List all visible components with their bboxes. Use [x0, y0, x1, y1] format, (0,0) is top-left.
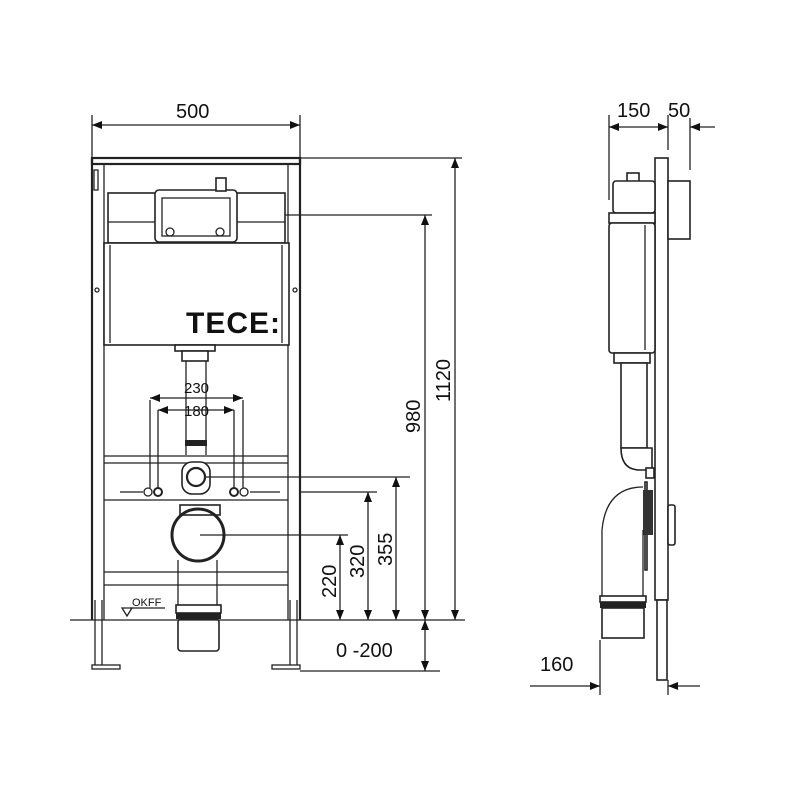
dim-leg-adjust: 0 -200 — [336, 640, 393, 662]
side-dimensions: 150 50 160 — [530, 100, 715, 695]
flush-pipe — [174, 344, 216, 455]
dim-total-height: 1120 — [433, 359, 455, 402]
dim-width: 500 — [176, 101, 209, 123]
dim-actuator-height: 980 — [403, 400, 425, 433]
side-frame — [654, 157, 691, 681]
frame — [90, 156, 302, 670]
drain-connection — [170, 504, 226, 652]
side-cistern — [608, 172, 656, 479]
dim-depth: 150 — [617, 100, 650, 122]
okff-label: OKFF — [132, 597, 162, 609]
dim-drain-height: 220 — [319, 565, 341, 598]
dim-fixing-height: 320 — [347, 545, 369, 578]
dim-inlet-outer: 230 — [184, 380, 209, 397]
cistern-housing — [103, 177, 290, 346]
dim-drain-projection: 160 — [540, 654, 573, 676]
side-view: 150 50 160 — [530, 100, 715, 695]
fixing-points — [120, 400, 280, 497]
front-dimensions: 500 230 180 220 320 355 980 1120 0 -200 — [70, 101, 465, 672]
dim-front-depth: 50 — [668, 100, 690, 122]
floor-level-marker: OKFF — [120, 597, 165, 618]
water-inlet — [181, 461, 211, 495]
tece-logo: TECE: — [186, 307, 281, 340]
front-view: TECE: OKF — [70, 101, 465, 672]
side-drain-bend — [599, 481, 653, 639]
dim-inlet-inner: 180 — [184, 403, 209, 420]
dim-inlet-height: 355 — [375, 533, 397, 566]
